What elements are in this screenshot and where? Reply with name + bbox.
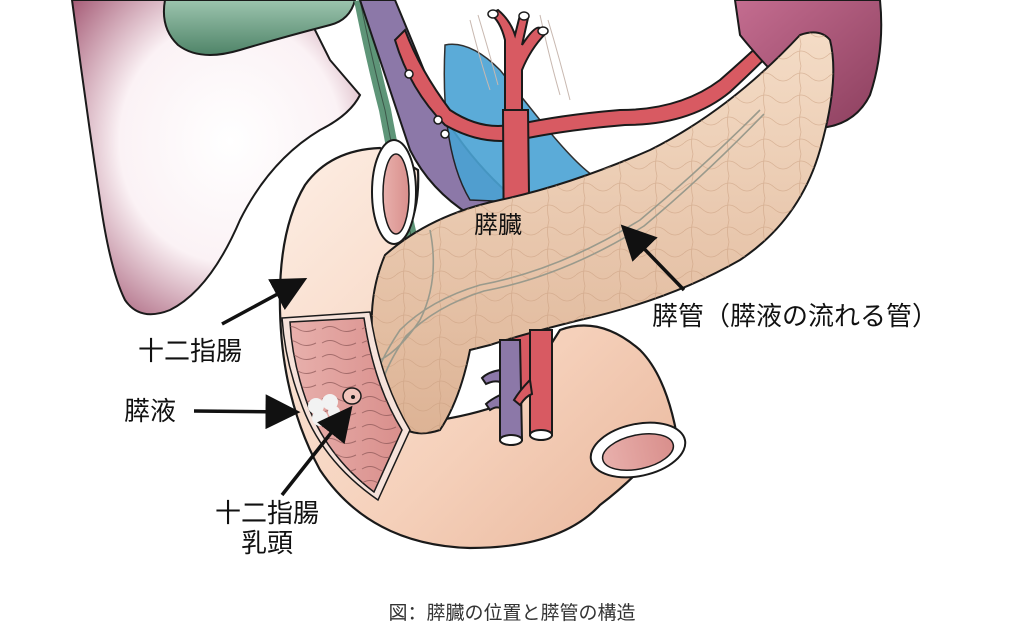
liver: [70, 0, 362, 316]
label-pancreas: 膵臓: [474, 211, 522, 239]
arrow-pancreatic-duct: [620, 224, 686, 292]
arrow-duodenal-papilla: [280, 405, 353, 497]
label-duodenum: 十二指腸: [138, 337, 243, 367]
duodenum-cut-end-right: [589, 421, 687, 479]
label-pancreatic-juice: 膵液: [124, 397, 177, 427]
diaphragm-fibers: [469, 14, 571, 101]
vessel-ends: [404, 9, 549, 139]
arrow-duodenum: [221, 278, 308, 326]
superior-mesenteric-vessels: [480, 329, 553, 446]
gallbladder: [162, 0, 357, 56]
annotation-arrows: [193, 224, 686, 497]
figure-caption: 図：膵臓の位置と膵管の構造: [388, 602, 636, 624]
label-duodenal-papilla-line2: 乳頭: [240, 528, 293, 559]
label-duodenal-papilla: 十二指腸 乳頭: [212, 499, 322, 560]
pancreatic-duct: [374, 109, 765, 385]
label-pancreatic-duct: 膵管（膵液の流れる管）: [652, 302, 939, 332]
arrow-pancreatic-juice: [193, 394, 301, 430]
label-duodenal-papilla-line1: 十二指腸: [214, 499, 319, 529]
duodenum-cut-end-top: [371, 139, 417, 245]
